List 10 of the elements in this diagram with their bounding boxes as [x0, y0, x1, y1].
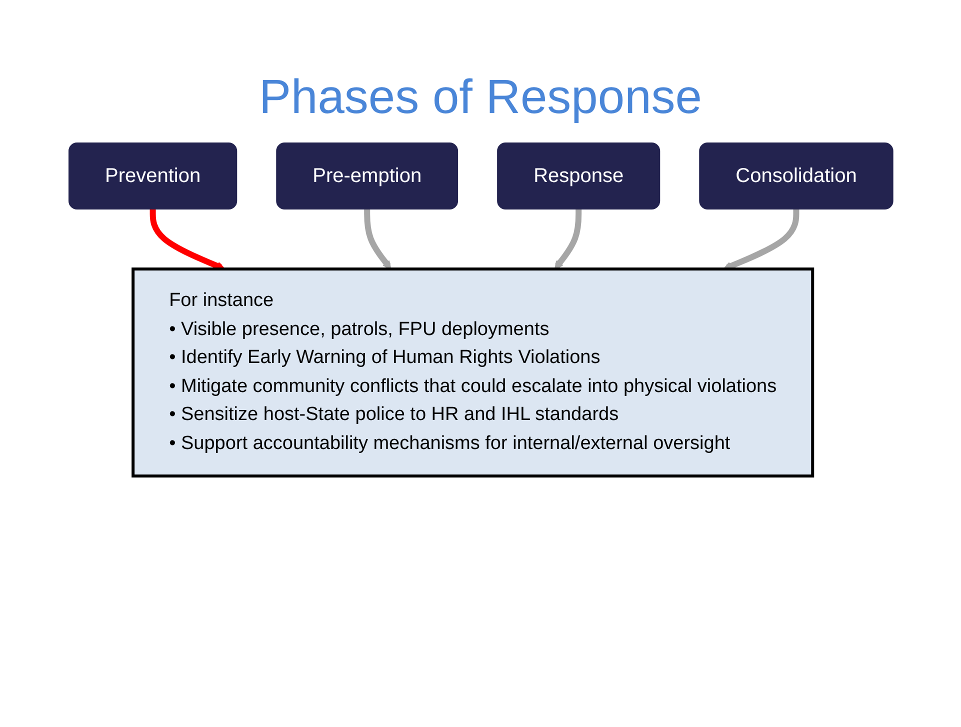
node-box: Response: [496, 142, 660, 210]
arrow: [554, 209, 582, 270]
arrow: [149, 209, 225, 270]
arrow: [722, 209, 799, 270]
diagram-title: Phases of Response: [258, 70, 703, 125]
node-box: Pre-emption: [276, 142, 458, 210]
node-box: Prevention: [68, 142, 237, 210]
node-box: For instance • Visible presence, patrols, FPU deployments • Identify Early Warning of Human Rights Violations • Mitigate community conflicts that could escalate into physical violations • Sensitize host-State police to HR and IHL standards • Support accountability mechanisms for internal/external oversight: [131, 268, 814, 478]
node-box: Consolidation: [698, 142, 893, 210]
arrow: [364, 209, 391, 270]
